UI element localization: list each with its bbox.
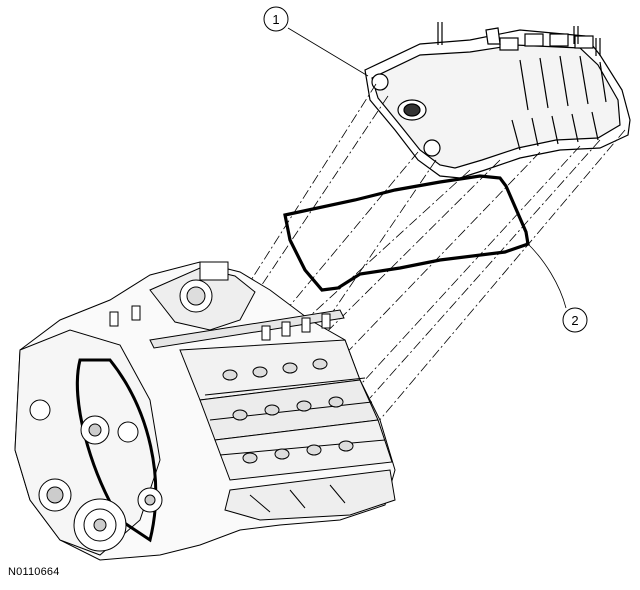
callout-1-number: 1 (272, 12, 279, 27)
callout-1-circle (263, 6, 289, 32)
callout-2: 2 (525, 241, 588, 333)
figure-id-label: N0110664 (8, 566, 60, 578)
valve-cover-gasket (283, 174, 530, 292)
engine-assembly (14, 261, 396, 561)
alignment-lines (184, 83, 626, 449)
callout-1-leader (287, 27, 369, 77)
callout-1: 1 (263, 6, 369, 77)
valve-cover (364, 22, 631, 179)
callout-2-leader (525, 241, 567, 309)
callout-2-number: 2 (571, 313, 578, 328)
callout-2-circle (562, 307, 588, 333)
